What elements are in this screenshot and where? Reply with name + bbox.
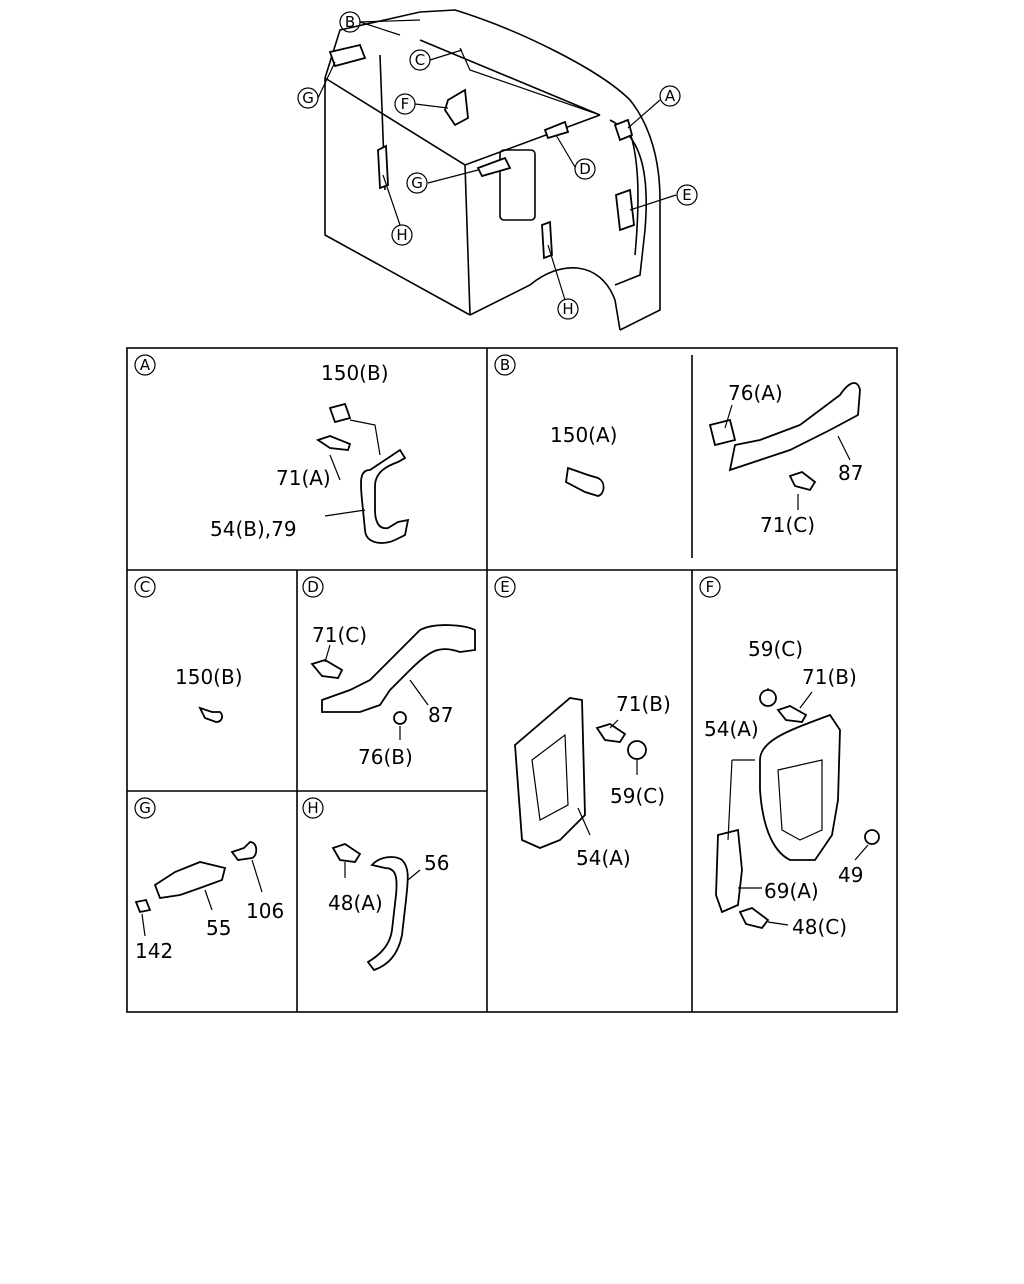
overview-callout-d: D [574,158,596,180]
detail-grid [126,347,898,1013]
label-150a: 150(A) [550,423,617,447]
nut-142-icon [134,898,152,914]
overview-callout-b: B [339,11,361,33]
svg-text:G: G [302,89,314,107]
bracket-69a-icon [715,828,743,914]
panel-b-left: B 150(A) [494,354,617,497]
svg-text:F: F [401,95,410,113]
label-48a: 48(A) [328,891,383,915]
label-54a-e: 54(A) [576,846,631,870]
overview-callout-f: F [394,93,416,115]
screw-71c-b-icon [788,470,817,492]
svg-text:H: H [396,226,407,244]
svg-text:D: D [307,578,319,596]
nut-76b-icon [393,711,407,725]
overview-callout-c: C [409,49,431,71]
overview-callout-e: E [676,184,698,206]
label-56: 56 [424,851,449,875]
svg-text:F: F [706,578,715,596]
svg-text:H: H [307,799,318,817]
screw-71a-icon [315,435,352,451]
panel-f-letter: F [699,576,721,598]
panel-c-letter: C [134,576,156,598]
label-106: 106 [246,899,284,923]
grab-handle-56 [366,856,409,972]
label-142: 142 [135,939,173,963]
bracket-76a-icon [708,418,737,447]
label-48c: 48(C) [792,915,847,939]
svg-text:D: D [579,160,591,178]
label-49: 49 [838,863,863,887]
grab-handle-87-b [728,382,861,472]
screw-71b-e-icon [595,723,627,743]
cap-59c-f-icon [759,689,777,707]
clip-150b-c-icon [198,706,223,723]
panel-c: C 150(B) [134,576,243,723]
panel-b-letter: B [494,354,516,376]
label-71c-d: 71(C) [312,623,367,647]
svg-text:E: E [682,186,691,204]
panel-h: H 48(A) 56 [302,797,449,972]
bolt-48a-icon [331,843,362,863]
step-bracket-54a-f [759,713,841,861]
cab-overview [317,9,677,331]
panel-e: E 71(B) 59(C) 54(A) [494,576,671,870]
label-55: 55 [206,916,231,940]
label-87-d: 87 [428,703,453,727]
grab-handle-87-d [321,624,476,713]
panel-a: A 150(B) 71(A) 54(B),79 [134,354,410,544]
svg-text:C: C [415,51,425,69]
svg-text:E: E [500,578,509,596]
svg-text:B: B [500,356,510,374]
cap-59c-e-icon [627,740,647,760]
grab-handle-a [360,448,410,544]
clip-150a-icon [565,466,605,497]
svg-text:A: A [140,356,151,374]
screw-71c-d-icon [310,659,344,679]
svg-text:C: C [140,578,150,596]
label-150b-c: 150(B) [175,665,243,689]
label-54a-f: 54(A) [704,717,759,741]
bolt-106-icon [230,841,258,861]
svg-text:G: G [411,174,423,192]
svg-text:B: B [345,13,355,31]
panel-d: D 71(C) 87 76(B) [302,576,476,769]
panel-g: G 106 55 142 [134,797,284,963]
panel-d-letter: D [302,576,324,598]
panel-e-letter: E [494,576,516,598]
label-76b: 76(B) [358,745,413,769]
overview-callout-h-right: H [557,298,579,320]
panel-b-right: 76(A) 87 71(C) [708,381,863,537]
label-71a: 71(A) [276,466,331,490]
nut-49-icon [864,829,880,845]
panel-g-letter: G [134,797,156,819]
svg-text:A: A [665,87,676,105]
panel-h-letter: H [302,797,324,819]
svg-text:H: H [562,300,573,318]
label-59c-e: 59(C) [610,784,665,808]
svg-text:G: G [139,799,151,817]
label-150b: 150(B) [321,361,389,385]
overview-callout-a: A [659,85,681,107]
screw-71b-f-icon [776,705,808,723]
bolt-48c-icon [738,906,770,930]
label-54b-79: 54(B),79 [210,517,297,541]
label-76a: 76(A) [728,381,783,405]
label-71b-f: 71(B) [802,665,857,689]
panel-f: F 59(C) 71(B) 54(A) 49 69(A) 48(C) [699,576,880,939]
overview-callout-g-center: G [406,172,428,194]
label-71c-b: 71(C) [760,513,815,537]
overview-callout-g-left: G [297,87,319,109]
step-55 [153,861,227,899]
panel-a-letter: A [134,354,156,376]
step-bracket-54a-e [514,697,586,849]
label-69a: 69(A) [764,879,819,903]
label-71b-e: 71(B) [616,692,671,716]
clip-150b-icon [328,402,352,424]
label-87-b: 87 [838,461,863,485]
label-59c-f: 59(C) [748,637,803,661]
overview-callout-h-left: H [391,224,413,246]
